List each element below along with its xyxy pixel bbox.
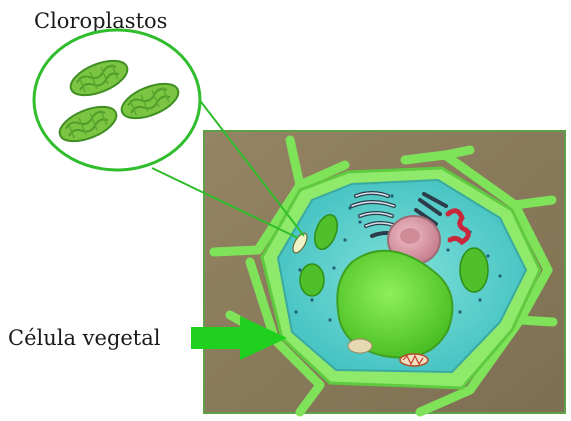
cell-chloroplast — [300, 264, 324, 296]
nucleolus — [400, 228, 420, 244]
cell-chloroplast — [460, 248, 488, 292]
mitochondrion — [400, 354, 428, 366]
peroxisome — [348, 339, 372, 353]
